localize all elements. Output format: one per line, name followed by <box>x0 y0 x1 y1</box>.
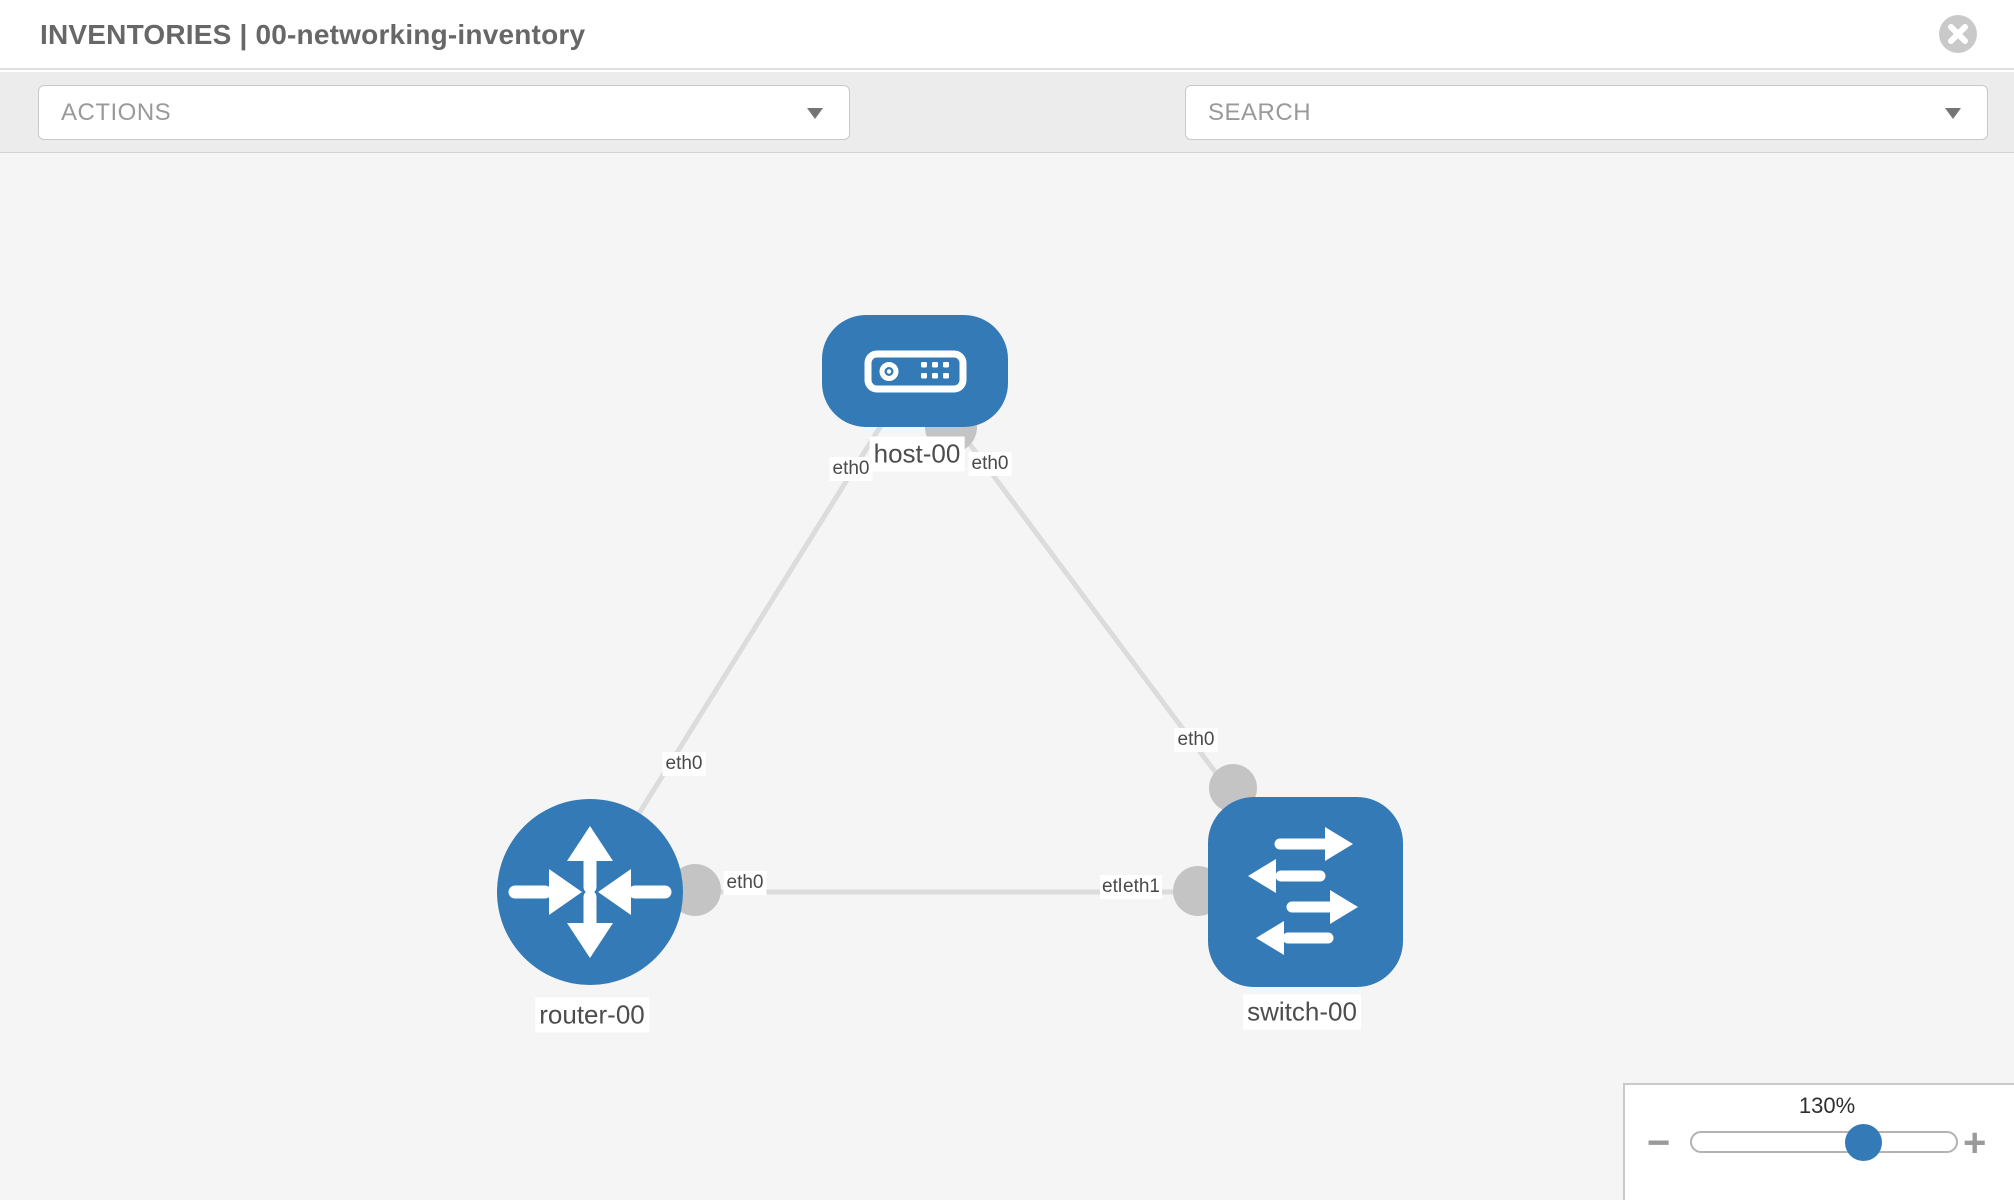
host-icon <box>864 350 967 393</box>
router-icon <box>508 826 672 958</box>
node-switch-00[interactable] <box>1208 797 1403 987</box>
search-placeholder: SEARCH <box>1208 99 1312 126</box>
actions-dropdown[interactable]: ACTIONS <box>38 85 850 140</box>
chevron-down-icon <box>807 108 823 119</box>
close-button[interactable] <box>1938 14 1978 54</box>
topology-canvas[interactable]: host-00 router-00 switch-00 eth0 eth0 et… <box>0 153 2014 1200</box>
switch-icon <box>1248 827 1358 955</box>
zoom-control-panel: 130% − + <box>1623 1083 2014 1200</box>
page-title: INVENTORIES | 00-networking-inventory <box>40 19 586 50</box>
interface-label-switch-eth1: eth1 <box>1121 875 1162 899</box>
zoom-slider-thumb[interactable] <box>1845 1124 1882 1161</box>
search-dropdown[interactable]: SEARCH <box>1185 85 1988 140</box>
actions-dropdown-label: ACTIONS <box>61 99 172 126</box>
close-icon <box>1939 15 1977 53</box>
zoom-out-button[interactable]: − <box>1647 1121 1671 1165</box>
interface-label-host-eth0-right: eth0 <box>968 452 1012 476</box>
chevron-down-icon <box>1945 108 1961 119</box>
node-host-00[interactable] <box>822 315 1008 427</box>
node-label-host: host-00 <box>869 436 965 472</box>
zoom-level-value: 130% <box>1798 1093 1856 1118</box>
zoom-slider[interactable] <box>1690 1124 1958 1161</box>
node-label-switch: switch-00 <box>1243 994 1361 1030</box>
zoom-in-button[interactable]: + <box>1963 1121 1987 1165</box>
interface-label-host-eth0-left: eth0 <box>829 457 873 481</box>
interface-label-router-eth0-top: eth0 <box>662 752 706 776</box>
interface-label-switch-eth0-top: eth0 <box>1174 728 1218 752</box>
node-router-00[interactable] <box>497 799 683 985</box>
toolbar: ACTIONS SEARCH <box>0 72 2014 204</box>
interface-label-router-eth0-right: eth0 <box>723 871 767 895</box>
header: INVENTORIES | 00-networking-inventory <box>0 0 2014 70</box>
node-label-router: router-00 <box>535 997 649 1033</box>
